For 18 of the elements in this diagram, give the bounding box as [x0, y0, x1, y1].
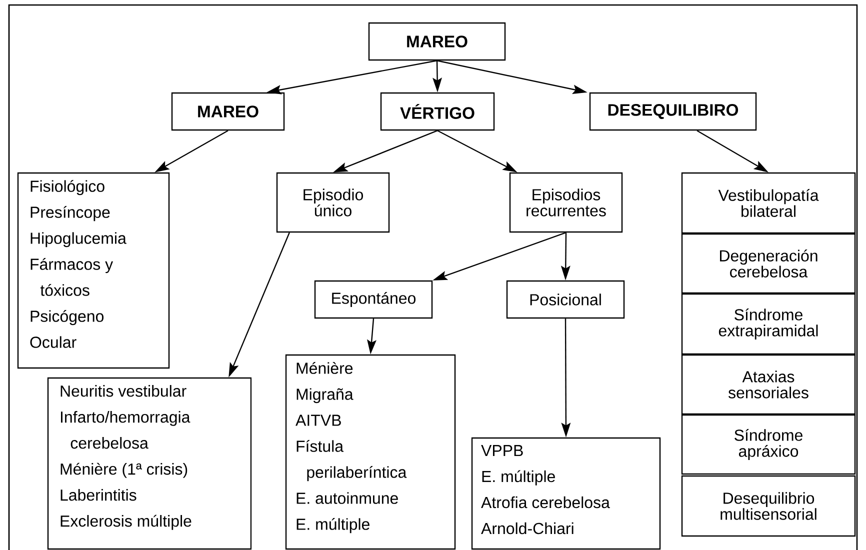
category-box: Vestibulopatía bilateral: [681, 172, 856, 234]
category-box: Síndrome apráxico: [681, 414, 856, 475]
category-box: MAREO: [171, 92, 285, 131]
list-box: Ménière Migraña AITVB Fístula perilaberíntica E. autoinmune E. múltiple: [285, 354, 456, 550]
category-box: Episodio único: [276, 172, 390, 233]
category-box: MAREO: [368, 22, 506, 61]
category-box: Desequilibrio multisensorial: [681, 475, 856, 537]
category-box: Síndrome extrapiramidal: [681, 293, 856, 355]
category-box: Ataxias sensoriales: [681, 354, 856, 415]
category-box: DESEQUILIBIRO: [589, 92, 757, 131]
category-box: VÉRTIGO: [380, 92, 495, 131]
list-box: VPPB E. múltiple Atrofia cerebelosa Arnold-Chiari: [471, 437, 661, 550]
category-box: Degeneración cerebelosa: [681, 233, 856, 294]
list-box: Fisiológico Presíncope Hipoglucemia Fármacos y tóxicos Psicógeno Ocular: [17, 172, 170, 369]
list-box: Neuritis vestibular Infarto/hemorragia cerebelosa Ménière (1ª crisis) Laberintitis Exclerosis múltiple: [47, 377, 252, 550]
category-box: Espontáneo: [314, 280, 433, 319]
category-box: Episodios recurrentes: [509, 172, 623, 233]
category-box: Posicional: [506, 280, 625, 319]
